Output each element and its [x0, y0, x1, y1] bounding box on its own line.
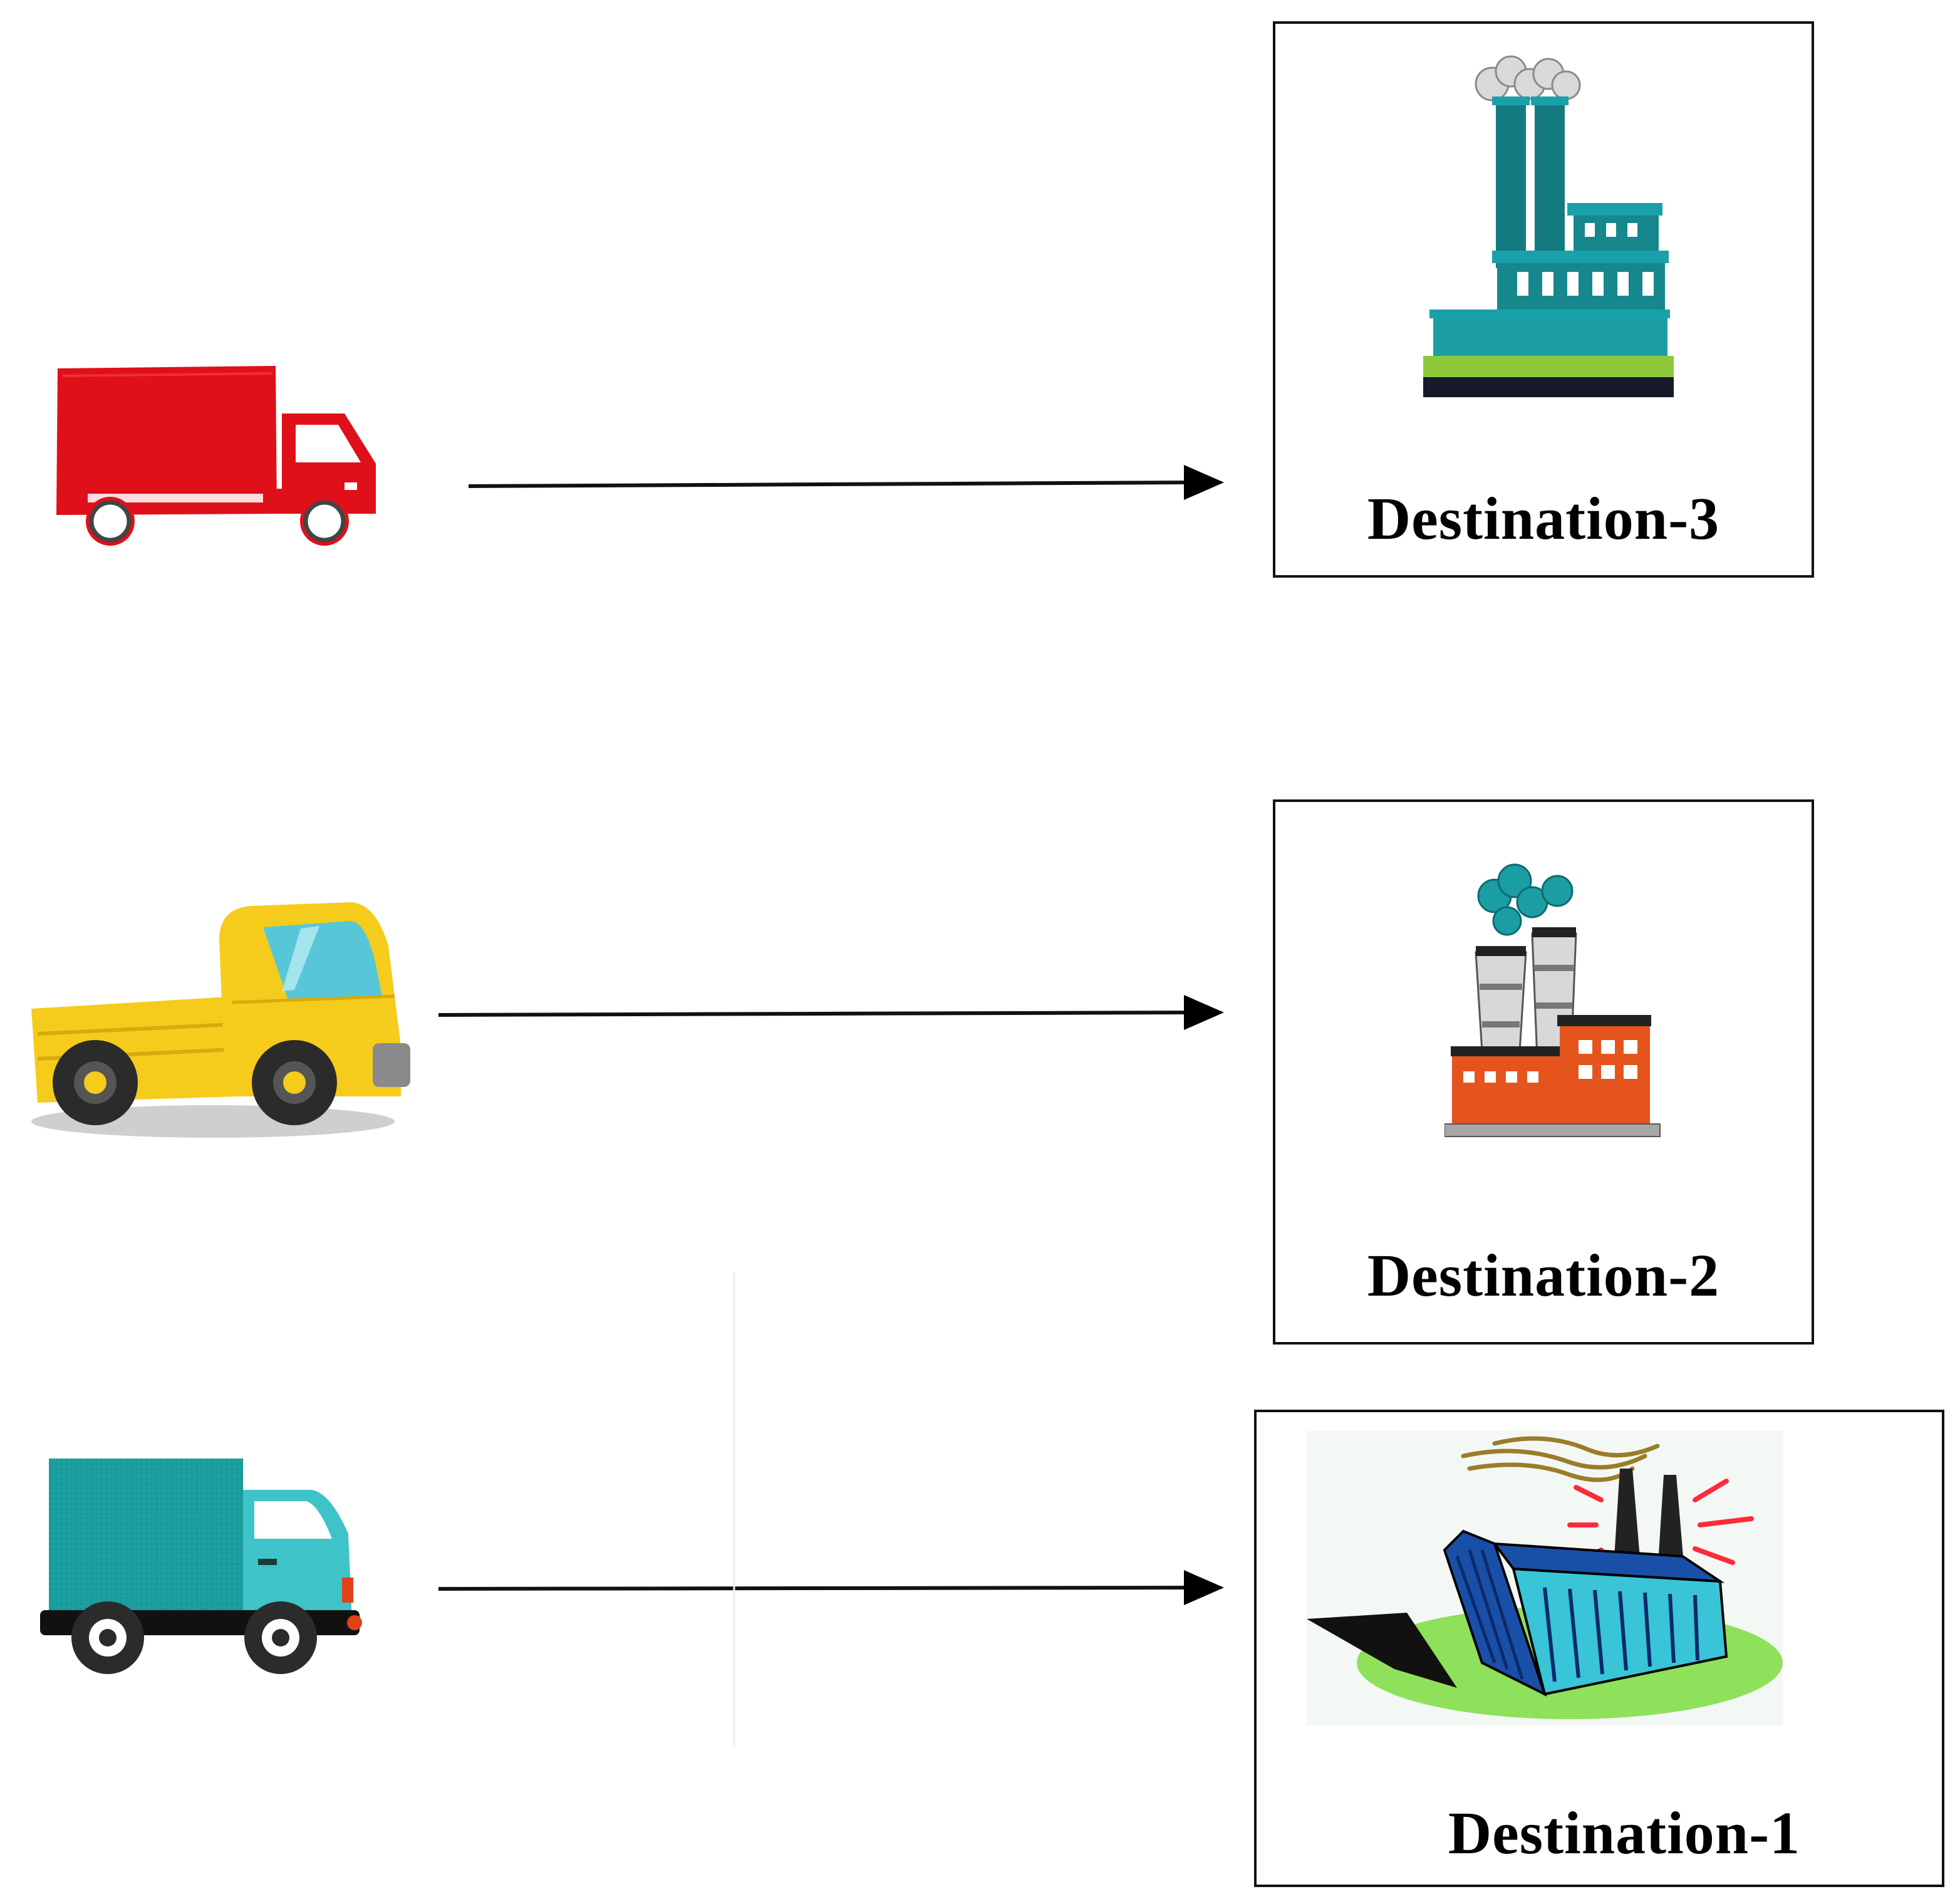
arrow-to-destination-1	[438, 1570, 1224, 1605]
factory-orange-icon	[1444, 863, 1661, 1137]
yellow-pickup-truck-icon	[31, 902, 410, 1138]
factory-blue-icon	[1307, 1431, 1783, 1725]
destination-2-label: Destination-2	[1367, 1242, 1720, 1309]
destination-3-box: Destination-3	[1273, 21, 1814, 578]
arrow-to-destination-2	[438, 995, 1224, 1030]
destination-1-label: Destination-1	[1448, 1799, 1801, 1866]
teal-truck-icon	[40, 1459, 362, 1674]
faint-divider-line	[733, 1272, 735, 1748]
destination-1-box: Destination-1	[1254, 1410, 1944, 1887]
factory-teal-icon	[1423, 55, 1674, 397]
destination-3-label: Destination-3	[1367, 485, 1720, 552]
red-truck-icon	[56, 366, 376, 546]
arrow-to-destination-3	[468, 465, 1224, 500]
destination-2-box: Destination-2	[1273, 799, 1814, 1345]
